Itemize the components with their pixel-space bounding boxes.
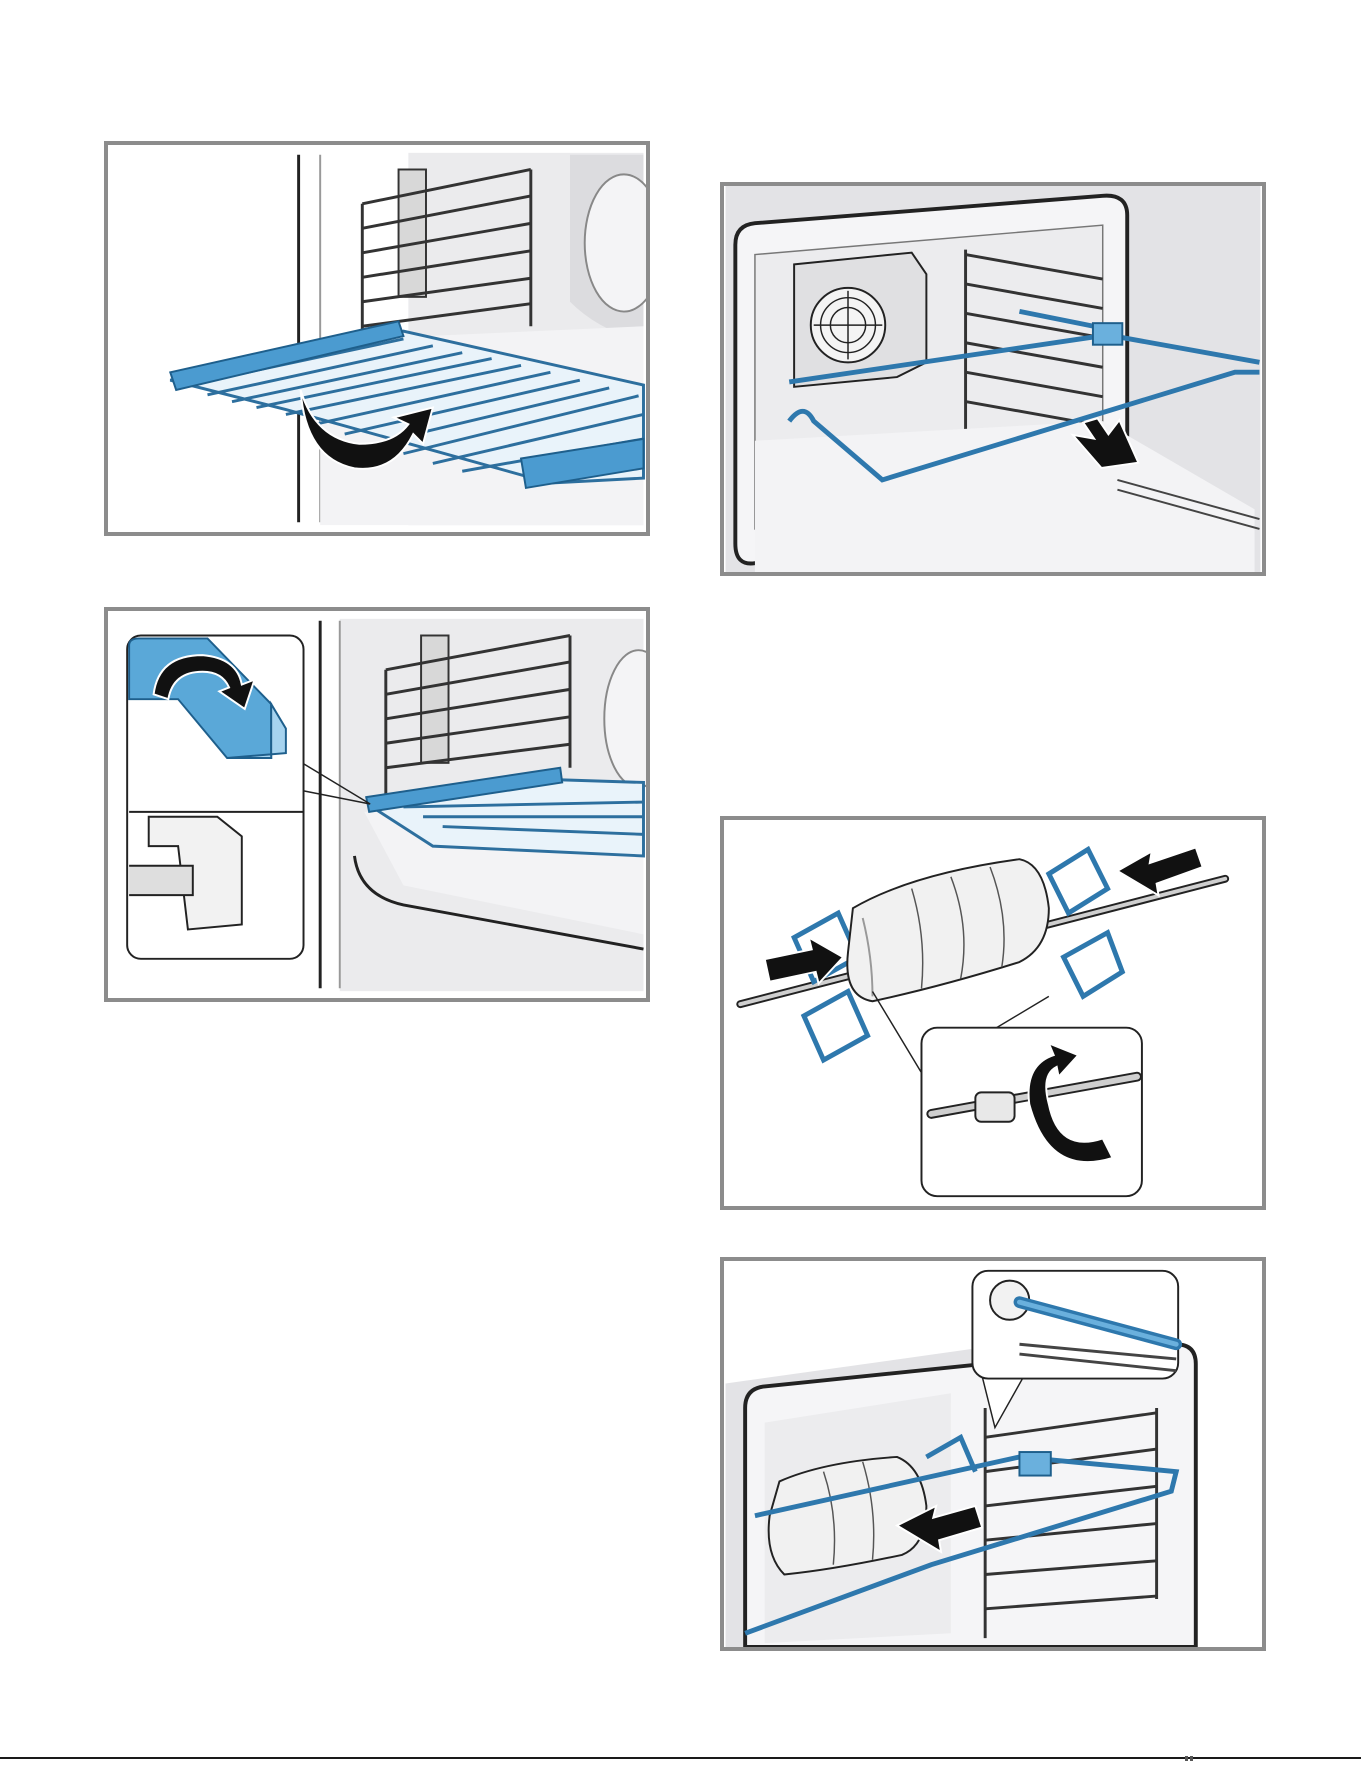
- rail-hook-illustration: [108, 611, 646, 998]
- figure-spit-insertion: [720, 1257, 1266, 1651]
- footer-rule: [0, 1757, 1361, 1759]
- figure-meat-on-spit: [720, 816, 1266, 1210]
- page-mark: [1185, 1748, 1199, 1754]
- figure-rotisserie-frame: [720, 182, 1266, 576]
- rack-insertion-illustration: [108, 145, 646, 532]
- spit-insertion-illustration: [724, 1261, 1262, 1647]
- rotisserie-frame-illustration: [724, 186, 1262, 572]
- figure-rail-hook-detail: [104, 607, 650, 1002]
- figure-rack-insertion: [104, 141, 650, 536]
- meat-spit-illustration: [724, 820, 1262, 1206]
